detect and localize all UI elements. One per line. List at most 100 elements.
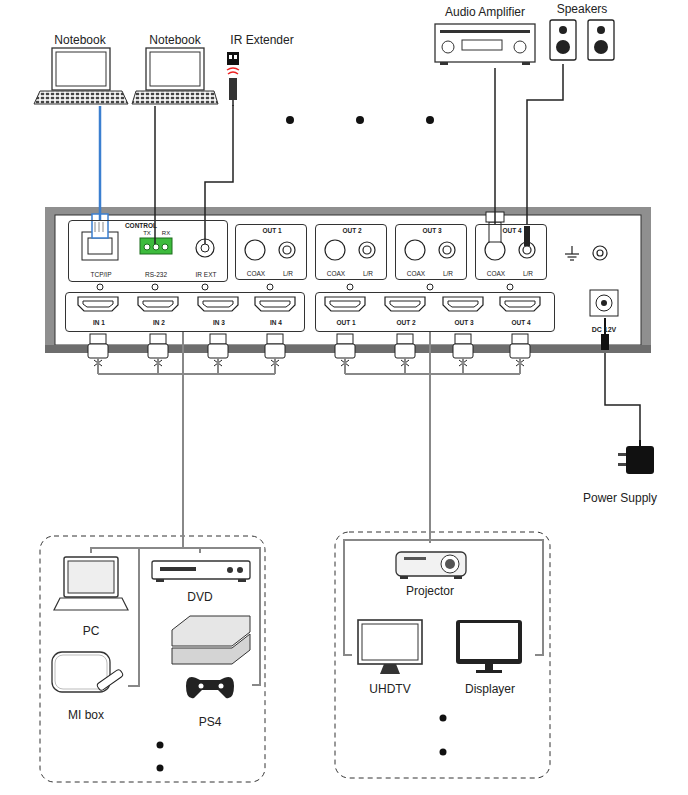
audio-jacks <box>523 246 531 254</box>
pin-label: RX <box>162 230 170 237</box>
node-label: OUT 4 <box>511 319 530 326</box>
hdmi-plugs <box>88 334 530 374</box>
ellipsis-dots <box>440 749 447 756</box>
notebook-icon <box>34 91 128 104</box>
cable <box>494 68 496 224</box>
ir-extender-icon <box>229 55 232 59</box>
hdmi-plugs <box>148 334 168 374</box>
hdmi-plugs <box>345 373 520 375</box>
node-label: COAX <box>487 270 505 277</box>
amplifier-icon <box>435 24 535 65</box>
ground-symbol <box>568 256 577 257</box>
display-group <box>335 532 550 778</box>
projector-icon <box>441 555 459 573</box>
hdmi-ports <box>325 297 365 311</box>
pc-icon <box>54 557 128 610</box>
hdmi-plugs <box>510 334 530 374</box>
node-label: L/R <box>363 270 373 277</box>
node-label: Notebook <box>149 34 200 47</box>
indicator-leds <box>267 284 273 290</box>
cable <box>205 105 233 220</box>
rs232-terminal <box>144 244 150 250</box>
tv-icon <box>358 620 422 664</box>
control-section: CONTROLTCP/IPRS-232IR EXT <box>68 220 228 282</box>
ps4-icon <box>199 684 204 689</box>
source-device: DVD <box>145 553 255 608</box>
hdmi-ports <box>443 297 483 311</box>
audio-jacks <box>245 240 535 260</box>
power-adapter <box>618 453 626 456</box>
ps4-icon <box>172 634 250 664</box>
node-label: L/R <box>283 270 293 277</box>
hdmi-cable <box>91 332 183 553</box>
ir-ext-jack <box>201 244 209 252</box>
node-label: IR Extender <box>230 34 293 47</box>
audio-jacks <box>283 246 291 254</box>
ellipsis-dots <box>157 715 447 772</box>
ir-extender-icon <box>234 55 237 59</box>
audio-out: OUT 1COAXL/R <box>235 224 307 280</box>
dc-jack <box>590 290 618 316</box>
ground-symbol <box>571 246 572 254</box>
indicator-leds <box>427 284 433 290</box>
node-label: OUT 4 <box>502 227 521 234</box>
monitor-icon <box>485 664 493 670</box>
audio-plugs <box>486 212 530 246</box>
indicator-leds <box>347 284 353 290</box>
notebook-icon <box>132 48 218 104</box>
hdmi-inputs: IN 1IN 2IN 3IN 4 <box>65 292 305 332</box>
node-label: IN 2 <box>153 319 165 326</box>
hdmi-cable <box>430 332 543 655</box>
dvd-icon <box>152 561 250 582</box>
amplifier-icon <box>440 62 448 65</box>
hdmi-ports <box>198 297 238 311</box>
hdmi-plugs <box>453 334 473 374</box>
ps4-icon <box>172 616 250 646</box>
node-label: TCP/IP <box>91 271 112 278</box>
pc-icon <box>54 598 128 610</box>
projector-icon <box>445 559 455 569</box>
monitor-icon <box>476 670 502 673</box>
power-adapter <box>618 463 626 466</box>
audio-jacks <box>443 246 451 254</box>
speaker-icon <box>556 40 570 54</box>
projector-icon <box>454 576 462 579</box>
hdmi-ports <box>78 297 540 311</box>
speaker-icon <box>550 20 614 60</box>
mi-box-icon <box>52 652 124 692</box>
matrix-housing <box>55 215 641 345</box>
node-label: PS4 <box>199 716 222 729</box>
tv-icon <box>380 664 400 674</box>
ellipsis-dots <box>286 116 434 124</box>
hdmi-plugs <box>395 334 415 374</box>
ellipsis-dots <box>157 765 164 772</box>
hdmi-plugs <box>88 334 108 374</box>
matrix-housing <box>45 207 651 353</box>
hdmi-cable <box>183 332 260 685</box>
audio-jacks <box>363 246 371 254</box>
power-supply: Power Supply <box>575 440 665 510</box>
audio-jacks <box>359 242 375 258</box>
matrix-housing <box>45 207 651 353</box>
node-label: OUT 3 <box>422 227 441 234</box>
audio-jacks <box>279 242 295 258</box>
node-label: MI box <box>68 709 104 722</box>
node-label: IN 1 <box>93 319 105 326</box>
ir-extender-icon <box>229 78 237 100</box>
pin-label: TX <box>143 230 151 237</box>
pc-icon <box>64 557 118 597</box>
audio-out: OUT 2COAXL/R <box>315 224 387 280</box>
node-label: CONTROL <box>125 222 157 229</box>
notebook-icon <box>150 52 200 86</box>
node-label: IR EXT <box>196 271 217 278</box>
ellipsis-dots <box>286 116 294 124</box>
hdmi-plugs <box>208 334 228 374</box>
cable <box>605 353 640 440</box>
source-device: PS4 <box>165 612 252 734</box>
amplifier-icon <box>522 62 530 65</box>
node-label: OUT 1 <box>336 319 355 326</box>
node-label: PC <box>83 625 100 638</box>
dvd-icon <box>160 567 196 571</box>
speaker-icon <box>597 26 605 34</box>
